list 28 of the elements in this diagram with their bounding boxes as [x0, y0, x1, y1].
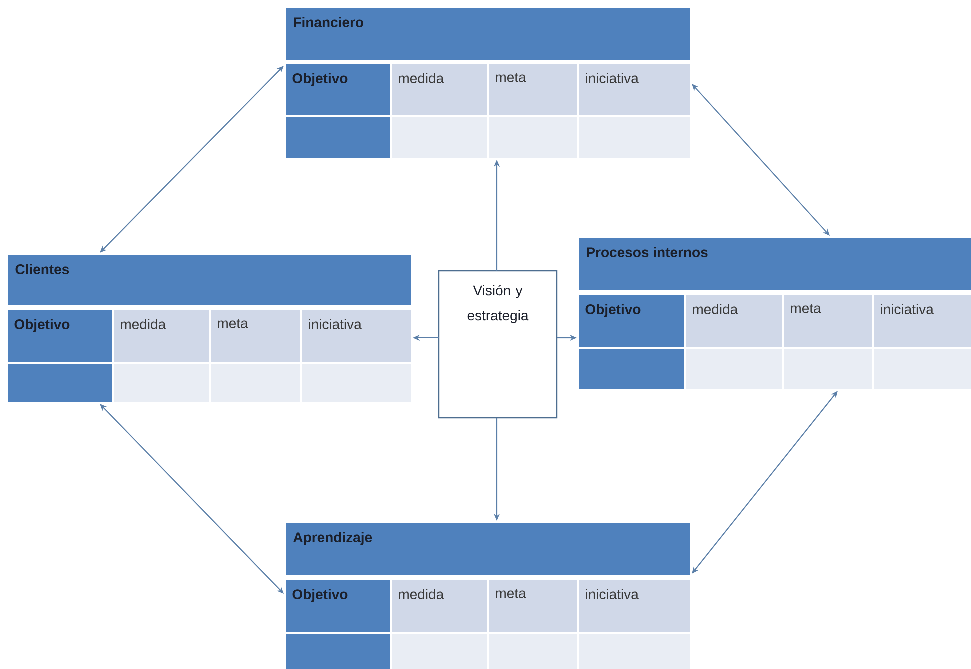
table-cell: meta — [489, 580, 577, 632]
table-cell — [579, 349, 684, 389]
table-header: Procesos internos — [579, 238, 971, 290]
table-cell: medida — [114, 310, 209, 362]
table-header: Financiero — [286, 8, 690, 60]
table-cell — [8, 364, 112, 402]
text-box: Visión y estrategia — [438, 270, 558, 419]
table-cell: Objetivo — [286, 64, 390, 115]
table-cell: medida — [392, 64, 487, 115]
table-cell: iniciativa — [579, 580, 690, 632]
arrow — [100, 66, 284, 253]
table-cell: Objetivo — [579, 295, 684, 347]
table-cell: meta — [211, 310, 300, 362]
table-cell — [286, 117, 390, 158]
table-cell: meta — [489, 64, 577, 115]
table-cell: iniciativa — [874, 295, 971, 347]
table-cell: medida — [392, 580, 487, 632]
table-cell: medida — [686, 295, 782, 347]
table-cell: Objetivo — [8, 310, 112, 362]
table-cell: Objetivo — [286, 580, 390, 632]
arrow — [692, 84, 830, 236]
table-cell: iniciativa — [302, 310, 411, 362]
table-cell: iniciativa — [579, 64, 690, 115]
table-cell — [286, 634, 390, 669]
table-header: Aprendizaje — [286, 523, 690, 575]
table-cell: meta — [784, 295, 872, 347]
table-header: Clientes — [8, 255, 411, 305]
arrow — [100, 404, 284, 594]
